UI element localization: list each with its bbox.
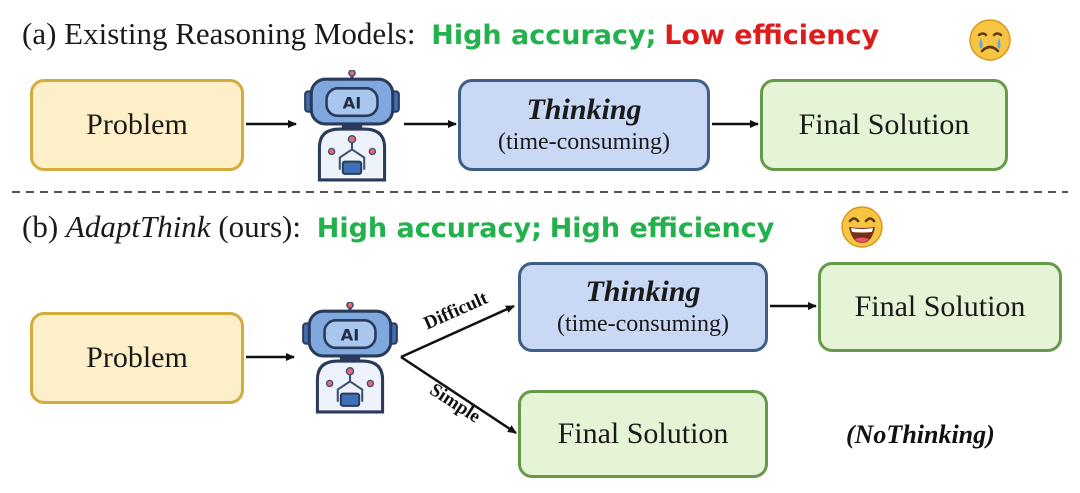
panel-a-thinking-box: Thinking (time-consuming) [458, 79, 710, 171]
panel-b-label-prefix: (b) [22, 209, 66, 244]
panel-b-label-name: AdaptThink [65, 209, 211, 244]
panel-a-heading: (a) Existing Reasoning Models: High accu… [22, 14, 879, 56]
panel-b-direct-solution-box: Final Solution [518, 390, 768, 478]
panel-a-solution-label: Final Solution [798, 108, 970, 141]
panel-b-thinking-subtitle: (time-consuming) [557, 311, 729, 337]
svg-text:AI: AI [341, 326, 360, 345]
panel-b-label-suffix: (ours): [210, 209, 301, 244]
panel-a-label: (a) Existing Reasoning Models: [22, 16, 416, 51]
panel-a-accuracy-tag: High accuracy; [431, 20, 657, 51]
panel-b-problem-box: Problem [30, 312, 244, 404]
panel-a-solution-box: Final Solution [760, 79, 1008, 171]
panel-b-efficiency-tag: High efficiency [549, 213, 775, 244]
panel-b-thinking-box: Thinking (time-consuming) [518, 262, 768, 352]
crying-face-icon [969, 19, 1011, 61]
panel-a-problem-label: Problem [86, 108, 188, 141]
nothinking-note: (NoThinking) [846, 420, 995, 449]
laughing-face-icon [841, 206, 883, 248]
panel-a-efficiency-tag: Low efficiency [664, 20, 880, 51]
difficult-branch-label: Difficult [421, 287, 492, 334]
panel-b-thinking-solution-box: Final Solution [818, 262, 1062, 352]
panel-b-direct-solution-label: Final Solution [557, 417, 729, 450]
panel-b-heading: (b) AdaptThink (ours): High accuracy; Hi… [22, 207, 774, 249]
svg-text:AI: AI [343, 94, 362, 113]
panel-b-thinking-solution-label: Final Solution [854, 290, 1026, 323]
panel-a-problem-box: Problem [30, 79, 244, 171]
panel-b-thinking-title: Thinking [585, 275, 701, 308]
ai-robot-icon: AI [304, 70, 400, 182]
panel-b-problem-label: Problem [86, 341, 188, 374]
arrow-b-simple-branch [400, 355, 517, 435]
panel-a-thinking-title: Thinking [526, 93, 642, 126]
arrow-b-difficult-branch [400, 304, 515, 359]
panel-b-accuracy-tag: High accuracy; [316, 213, 542, 244]
panel-a-thinking-subtitle: (time-consuming) [498, 129, 670, 155]
simple-branch-label: Simple [426, 379, 484, 427]
ai-robot-icon: AI [302, 302, 398, 414]
